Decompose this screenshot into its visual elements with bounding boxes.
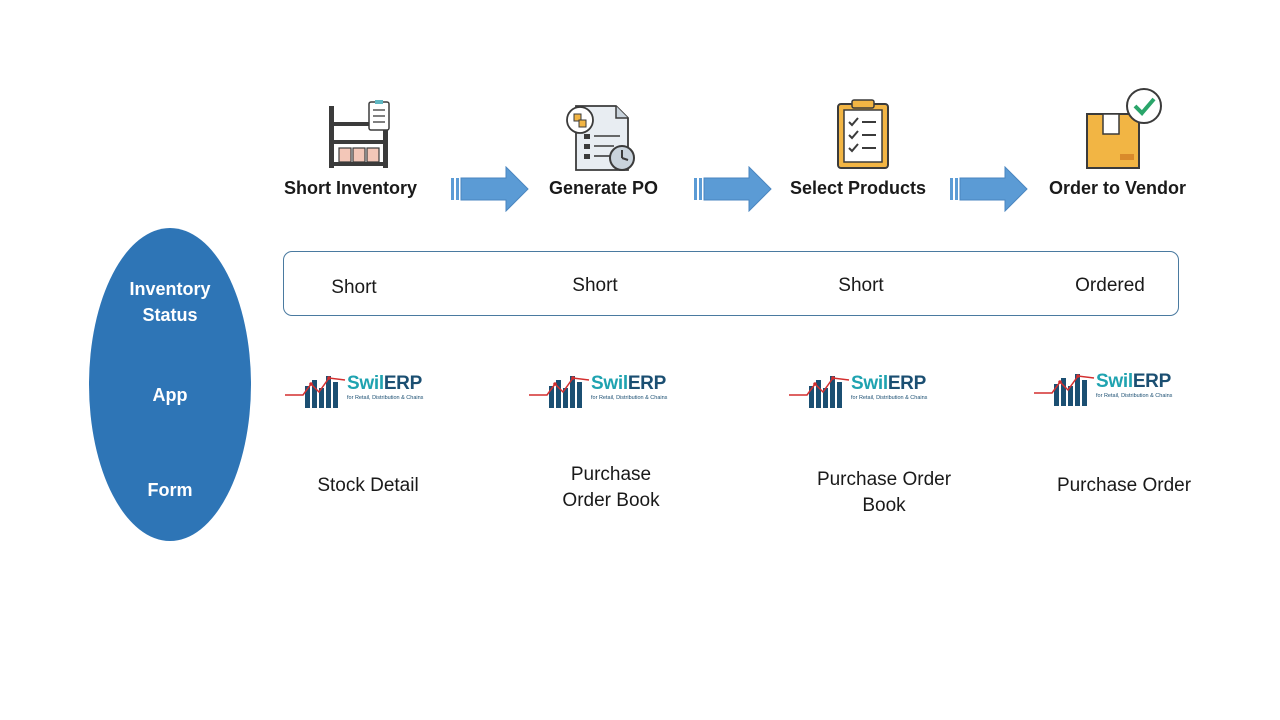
logo-tagline: for Retail, Distribution & Chains (347, 395, 424, 401)
row-label-form: Form (147, 480, 193, 500)
form-value-stock-detail: Stock Detail (317, 475, 419, 496)
form-value-purchase-order: Purchase Order (1056, 475, 1192, 496)
flow-arrow (949, 166, 1029, 212)
logo-tagline: for Retail, Distribution & Chains (1096, 393, 1173, 399)
inventory-status-box (283, 251, 1179, 316)
box-checkmark-icon (1084, 86, 1168, 170)
logo-tagline: for Retail, Distribution & Chains (851, 395, 928, 401)
status-value-select-products: Short (838, 275, 884, 296)
form-value-purchase-order-book: Purchase Order Book (562, 464, 660, 511)
status-value-order-to-vendor: Ordered (1075, 275, 1145, 296)
step-label-generate-po: Generate PO (549, 178, 659, 198)
logo-erp-text: ERP (383, 373, 422, 394)
document-clock-icon (564, 102, 640, 174)
form-value-purchase-order-book-2: Purchase Order Book (816, 469, 952, 516)
flow-arrow (693, 166, 773, 212)
logo-erp-text: ERP (1132, 371, 1171, 392)
row-label-app: App (152, 385, 188, 405)
row-labels-ellipse (89, 228, 251, 541)
logo-erp-text: ERP (887, 373, 926, 394)
logo-swil-text: Swil (1096, 371, 1133, 392)
swilerp-logo: SwilERP for Retail, Distribution & Chain… (285, 368, 435, 414)
step-label-select-products: Select Products (790, 178, 927, 198)
swilerp-logo: SwilERP for Retail, Distribution & Chain… (1034, 366, 1184, 412)
status-value-generate-po: Short (572, 275, 618, 296)
step-label-short-inventory: Short Inventory (284, 178, 418, 198)
swilerp-logo: SwilERP for Retail, Distribution & Chain… (789, 368, 939, 414)
warehouse-shelf-icon (327, 100, 393, 170)
logo-erp-text: ERP (627, 373, 666, 394)
step-label-order-to-vendor: Order to Vendor (1049, 178, 1187, 198)
status-value-short-inventory: Short (331, 277, 377, 298)
checklist-clipboard-icon (834, 98, 892, 170)
row-label-inventory-status: Inventory Status (129, 279, 211, 325)
logo-swil-text: Swil (851, 373, 888, 394)
swilerp-logo: SwilERP for Retail, Distribution & Chain… (529, 368, 679, 414)
logo-swil-text: Swil (591, 373, 628, 394)
logo-swil-text: Swil (347, 373, 384, 394)
logo-tagline: for Retail, Distribution & Chains (591, 395, 668, 401)
flow-arrow (450, 166, 530, 212)
